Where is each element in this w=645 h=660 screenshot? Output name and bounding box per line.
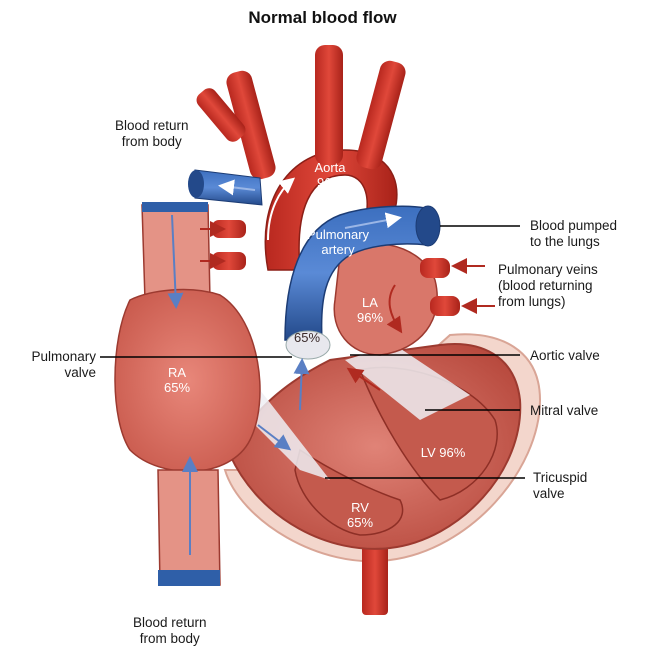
chamber-saturation: 65% [340, 515, 380, 530]
label-line: Tricuspid [533, 470, 587, 486]
chamber-saturation: 96% [350, 310, 390, 325]
label-aortic-valve: Aortic valve [530, 348, 600, 364]
chamber-saturation: 96% [300, 175, 360, 190]
label-line: Blood return [115, 118, 189, 134]
svc-branch-opening [188, 170, 204, 198]
chamber-rv: RV 65% [340, 500, 380, 530]
pulmonary-vein-upper [420, 258, 450, 278]
aorta-branch-2 [315, 45, 343, 165]
descending-aorta [362, 545, 388, 615]
label-line: to the lungs [530, 234, 617, 250]
chamber-pulmonary-artery: Pulmonary artery [300, 227, 376, 257]
label-line: valve [533, 486, 587, 502]
chamber-name: Pulmonary [300, 227, 376, 242]
chamber-ra: RA 65% [152, 365, 202, 395]
chamber-name: LA [350, 295, 390, 310]
ivc-opening [158, 570, 220, 586]
label-line: valve [10, 365, 96, 381]
label-line: Blood return [133, 615, 207, 631]
label-tricuspid-valve: Tricuspid valve [533, 470, 587, 502]
chamber-la: LA 96% [350, 295, 390, 325]
label-line: from body [115, 134, 189, 150]
label-pulmonary-veins: Pulmonary veins (blood returning from lu… [498, 262, 598, 310]
chamber-lv: LV 96% [408, 445, 478, 460]
chamber-name: artery [300, 242, 376, 257]
label-line: from lungs) [498, 294, 598, 310]
label-line: Blood pumped [530, 218, 617, 234]
pulmonary-vein-lower [430, 296, 460, 316]
label-blood-return-top: Blood return from body [115, 118, 189, 150]
chamber-name: RA [152, 365, 202, 380]
label-line: from body [133, 631, 207, 647]
chamber-name: RV [340, 500, 380, 515]
chamber-aorta: Aorta 96% [300, 160, 360, 190]
label-line: Pulmonary [10, 349, 96, 365]
label-line: (blood returning [498, 278, 598, 294]
label-blood-pumped: Blood pumped to the lungs [530, 218, 617, 250]
label-pulmonary-valve: Pulmonary valve [10, 349, 96, 381]
chamber-saturation: 65% [152, 380, 202, 395]
label-mitral-valve: Mitral valve [530, 403, 598, 419]
aorta-branch-3 [354, 59, 408, 172]
chamber-name: Aorta [300, 160, 360, 175]
pa-saturation: 65% [290, 330, 324, 345]
label-blood-return-bottom: Blood return from body [133, 615, 207, 647]
diagram-title: Normal blood flow [0, 8, 645, 28]
label-line: Pulmonary veins [498, 262, 598, 278]
svc-opening [142, 202, 208, 212]
pulmonary-artery-opening [416, 206, 440, 246]
